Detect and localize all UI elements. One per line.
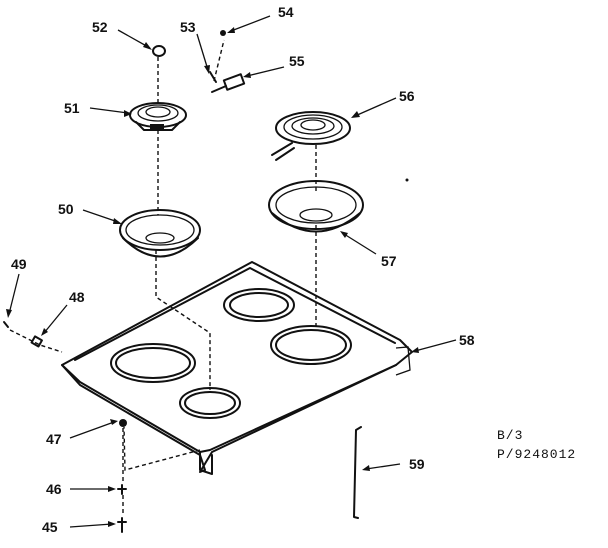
callout-52: 52 bbox=[92, 19, 108, 35]
washer-46 bbox=[117, 484, 127, 495]
callout-46: 46 bbox=[46, 481, 62, 497]
callout-53: 53 bbox=[180, 19, 196, 35]
reference-line-1: B/3 bbox=[497, 428, 524, 443]
bracket-59 bbox=[353, 426, 362, 519]
callout-49: 49 bbox=[11, 256, 27, 272]
callout-54: 54 bbox=[278, 4, 294, 20]
terminal-block bbox=[211, 73, 246, 93]
callout-51: 51 bbox=[64, 100, 80, 116]
callout-57: 57 bbox=[381, 253, 397, 269]
screw-54 bbox=[220, 30, 226, 36]
screw-49 bbox=[3, 321, 9, 328]
callout-47: 47 bbox=[46, 431, 62, 447]
reference-line-2: P/9248012 bbox=[497, 447, 577, 462]
callout-50: 50 bbox=[58, 201, 74, 217]
nut-47 bbox=[119, 419, 127, 427]
speck bbox=[405, 178, 409, 182]
callout-45: 45 bbox=[42, 519, 58, 535]
callout-55: 55 bbox=[289, 53, 305, 69]
callout-56: 56 bbox=[399, 88, 415, 104]
surface-element-small bbox=[129, 102, 187, 131]
assembly-lines bbox=[9, 39, 317, 516]
screw-45 bbox=[117, 517, 127, 533]
callout-59: 59 bbox=[409, 456, 425, 472]
callout-48: 48 bbox=[69, 289, 85, 305]
leader-lines bbox=[6, 15, 457, 528]
surface-element-large bbox=[271, 111, 351, 161]
drawing-reference: B/3 P/9248012 bbox=[497, 426, 576, 464]
wire-clip-53 bbox=[209, 71, 217, 83]
clip-48 bbox=[30, 335, 43, 348]
cooktop-panel bbox=[61, 261, 413, 475]
callout-58: 58 bbox=[459, 332, 475, 348]
drip-bowl-small bbox=[119, 209, 201, 258]
knob-cap bbox=[152, 45, 166, 57]
